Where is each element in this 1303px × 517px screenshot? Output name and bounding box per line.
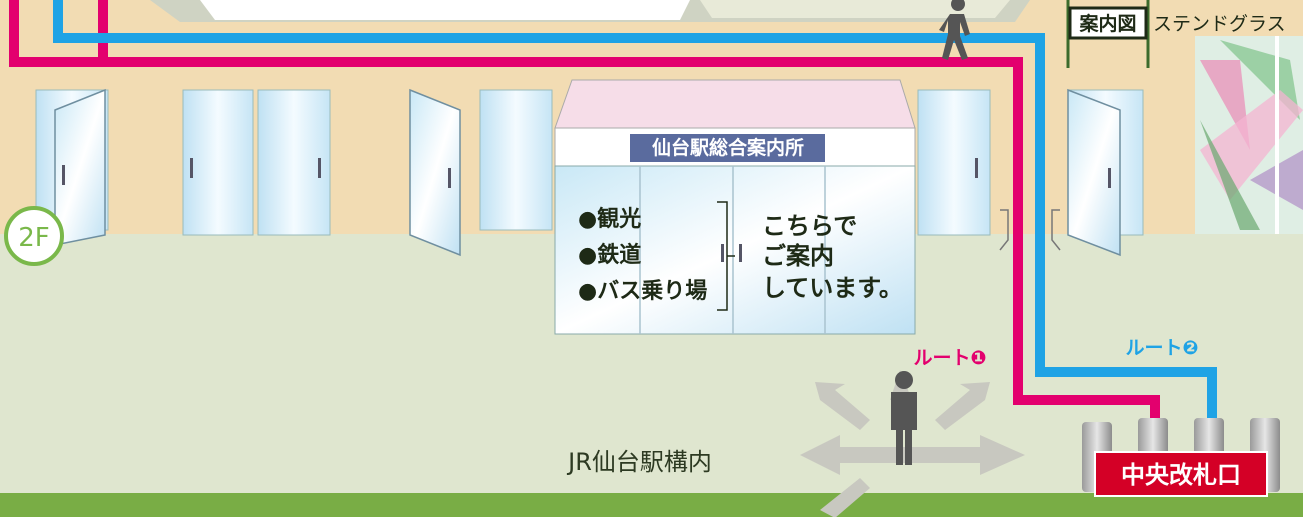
info-message-line-2: ご案内 <box>762 242 834 270</box>
left-doors <box>35 88 553 257</box>
info-message-line-3: しています。 <box>762 274 903 302</box>
ceiling-skylight-inner-2 <box>700 0 1010 18</box>
service-item-bus: ●バス乗り場 <box>578 279 707 304</box>
stained-glass <box>1195 36 1303 234</box>
floor-badge-ring <box>4 206 64 266</box>
header-sign <box>1066 0 1150 68</box>
route-1-label: ルート❶ <box>913 347 986 369</box>
ticket-gate-label: 中央改札口 <box>1121 461 1241 489</box>
service-item-rail: ●鉄道 <box>578 242 641 268</box>
right-doors <box>917 88 1144 257</box>
route-2-label: ルート❷ <box>1125 337 1198 359</box>
info-message-line-1: こちらで <box>762 212 857 240</box>
header-sign-label: ステンドグラス <box>1153 13 1286 35</box>
service-item-sightseeing: ●観光 <box>578 206 641 232</box>
info-center <box>554 79 916 335</box>
station-label: JR仙台駅構内 <box>566 448 712 476</box>
route-1-line <box>9 0 1160 458</box>
route-2-line <box>53 0 1217 458</box>
ticket-gates <box>1082 418 1280 497</box>
ceiling-skylight-inner <box>200 0 690 20</box>
floor-edge <box>0 493 1303 517</box>
header-sign-tag: 案内図 <box>1078 12 1136 35</box>
floor-badge-label: 2F <box>18 223 50 253</box>
standing-person-icon <box>891 371 917 465</box>
info-center-name: 仙台駅総合案内所 <box>652 136 804 159</box>
walking-person-icon <box>939 0 970 60</box>
